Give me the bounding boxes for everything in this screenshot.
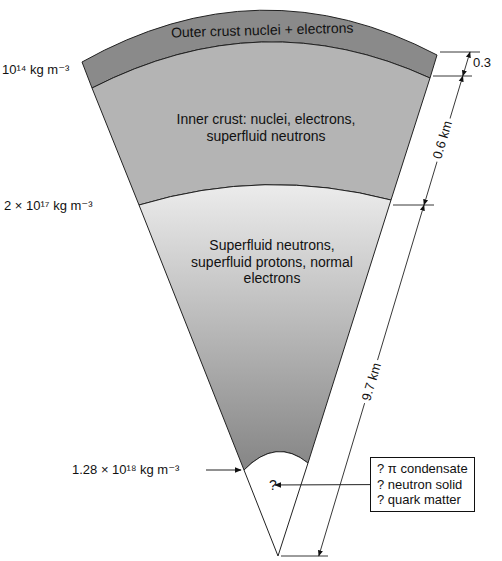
extension-lines <box>281 52 480 556</box>
note-line: ? neutron solid <box>377 477 468 493</box>
note-line: ? quark matter <box>377 492 468 508</box>
density-label: 10¹⁴ kg m⁻³ <box>2 62 69 78</box>
dimension-line <box>319 52 470 556</box>
inner-core: ? <box>269 477 277 494</box>
note-line: ? π condensate <box>377 461 468 477</box>
crust-band: Inner crust: nuclei, electrons, superflu… <box>166 111 366 145</box>
note-box: ? π condensate? neutron solid? quark mat… <box>370 457 475 512</box>
dimension-label: 9.7 km <box>358 358 386 406</box>
core-band <box>139 185 391 470</box>
dimension-label: 0.3 <box>473 55 491 71</box>
core-band: Superfluid neutrons, superfluid protons,… <box>180 237 365 287</box>
region-label: Superfluid neutrons, superfluid protons,… <box>180 237 365 287</box>
inner-crust-band <box>92 42 430 205</box>
density-label: 2 × 10¹⁷ kg m⁻³ <box>4 198 93 214</box>
pointer-arrow <box>275 484 370 485</box>
leader-arrow <box>206 470 241 471</box>
inner-core-region <box>244 452 308 556</box>
region-label: ? <box>269 477 277 494</box>
density-label: 1.28 × 10¹⁸ kg m⁻³ <box>72 462 179 478</box>
region-label: Inner crust: nuclei, electrons, superflu… <box>166 111 366 145</box>
dimension-label: 0.6 km <box>429 116 457 164</box>
